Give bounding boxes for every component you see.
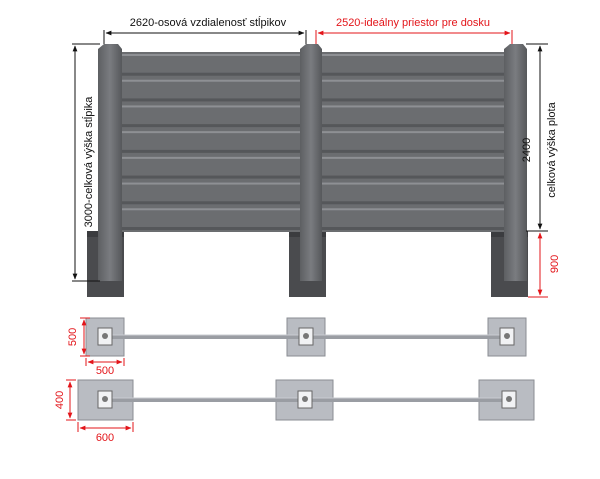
plan-row-600 [77,379,535,421]
fence-board [316,79,512,82]
fence-board-shadow [110,149,306,153]
fence-board [110,131,306,134]
fence-panel-right [316,52,512,232]
post-height-label: 3000-celková výška stĺpika [82,96,95,228]
row1-height-label: 500 [67,328,79,346]
fence-board [110,156,306,159]
fence-board-shadow [316,201,512,205]
fence-board-shadow [316,227,512,230]
fence-board [110,79,306,82]
fence-board [316,54,512,56]
fence-board [316,182,512,185]
fence-board-shadow [110,227,306,230]
foundation-depth-label: 900 [549,255,561,273]
plan-row-500 [85,317,527,357]
fence-board-shadow [110,72,306,76]
fence-board [316,105,512,108]
fence-board-shadow [110,98,306,102]
fence-board [110,182,306,185]
fence-board-shadow [316,72,512,76]
fence-board [316,131,512,134]
fence-panel-left [110,52,306,232]
fence-height-text: celková výška plota [546,101,558,197]
fence-board [110,208,306,211]
fence-board-shadow [316,149,512,153]
fence-board [110,54,306,56]
fence-board [110,105,306,108]
post-right [504,44,527,281]
board-space-label: 2520-ideálny priestor pre dosku [336,17,490,29]
row1-width-label: 500 [96,365,114,377]
fence-board [316,208,512,211]
fence-board-shadow [316,98,512,102]
fence-board-shadow [316,175,512,179]
fence-board-shadow [110,201,306,205]
row2-width-label: 600 [96,432,114,444]
fence-board-shadow [110,175,306,179]
row2-height-label: 400 [54,391,66,409]
post-middle [300,44,322,281]
fence-board-shadow [110,124,306,128]
post-left [98,44,122,281]
fence-boards [110,54,512,230]
fence-height-value: 2400 [521,138,533,162]
fence-board [316,156,512,159]
post-spacing-label: 2620-osová vzdialenosť stĺpikov [130,16,287,29]
fence-board-shadow [316,124,512,128]
